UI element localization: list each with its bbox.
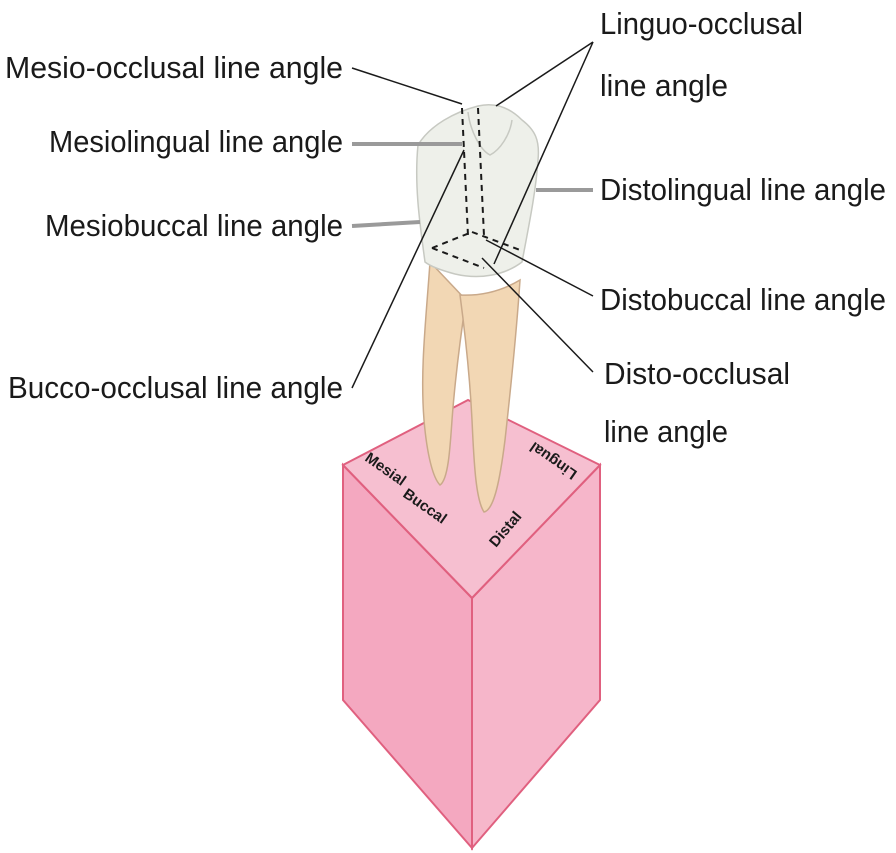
label-disto-occlusal-line2: line angle: [604, 414, 728, 449]
label-distolingual: Distolingual line angle: [600, 172, 886, 207]
label-linguo-occlusal-line1: Linguo-occlusal: [600, 6, 803, 41]
crown-outline: [417, 105, 539, 277]
label-mesiobuccal: Mesiobuccal line angle: [45, 208, 343, 243]
label-mesiolingual: Mesiolingual line angle: [49, 124, 343, 159]
tooth-crown: [417, 105, 539, 277]
leader-mesiobuccal: [352, 222, 420, 226]
label-disto-occlusal-line1: Disto-occlusal: [604, 356, 790, 391]
leader-mesio-occlusal: [352, 68, 462, 104]
label-linguo-occlusal-line2: line angle: [600, 68, 728, 103]
label-mesio-occlusal: Mesio-occlusal line angle: [5, 50, 343, 85]
label-bucco-occlusal: Bucco-occlusal line angle: [8, 370, 343, 405]
label-distobuccal: Distobuccal line angle: [600, 282, 886, 317]
